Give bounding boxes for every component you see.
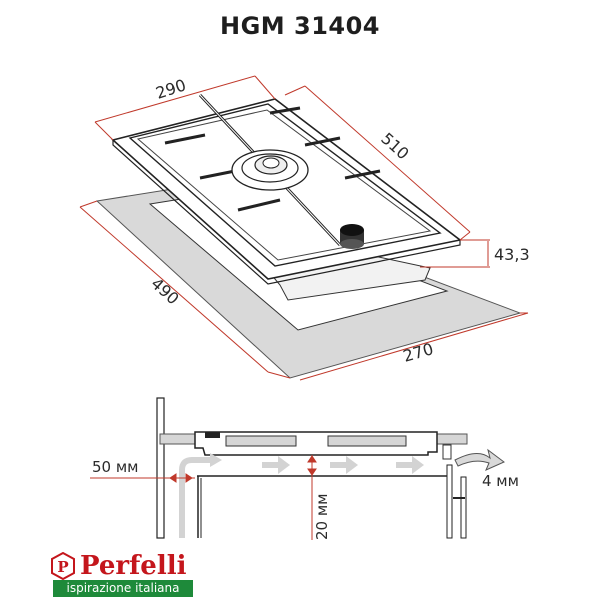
svg-text:P: P xyxy=(57,558,68,576)
dim-290: 290 xyxy=(153,75,188,103)
perfelli-hexagon-icon: P xyxy=(51,552,75,580)
dim-4mm: 4 мм xyxy=(482,472,519,490)
hob xyxy=(111,93,462,301)
brand-tagline: ispirazione italiana xyxy=(53,580,193,597)
dim-20mm: 20 мм xyxy=(313,494,331,541)
control-knob xyxy=(340,224,364,249)
dim-510: 510 xyxy=(377,129,412,164)
dim-43-3: 43,3 xyxy=(494,245,530,264)
brand-logo: P Perfelli xyxy=(50,552,186,580)
section-view xyxy=(156,397,505,539)
dim-50mm: 50 мм xyxy=(92,458,139,476)
brand-name: Perfelli xyxy=(80,551,187,581)
section-dimensions xyxy=(90,455,317,540)
model-title: HGM 31404 xyxy=(219,12,381,40)
dimension-lines xyxy=(79,75,529,381)
dim-490: 490 xyxy=(147,274,182,309)
